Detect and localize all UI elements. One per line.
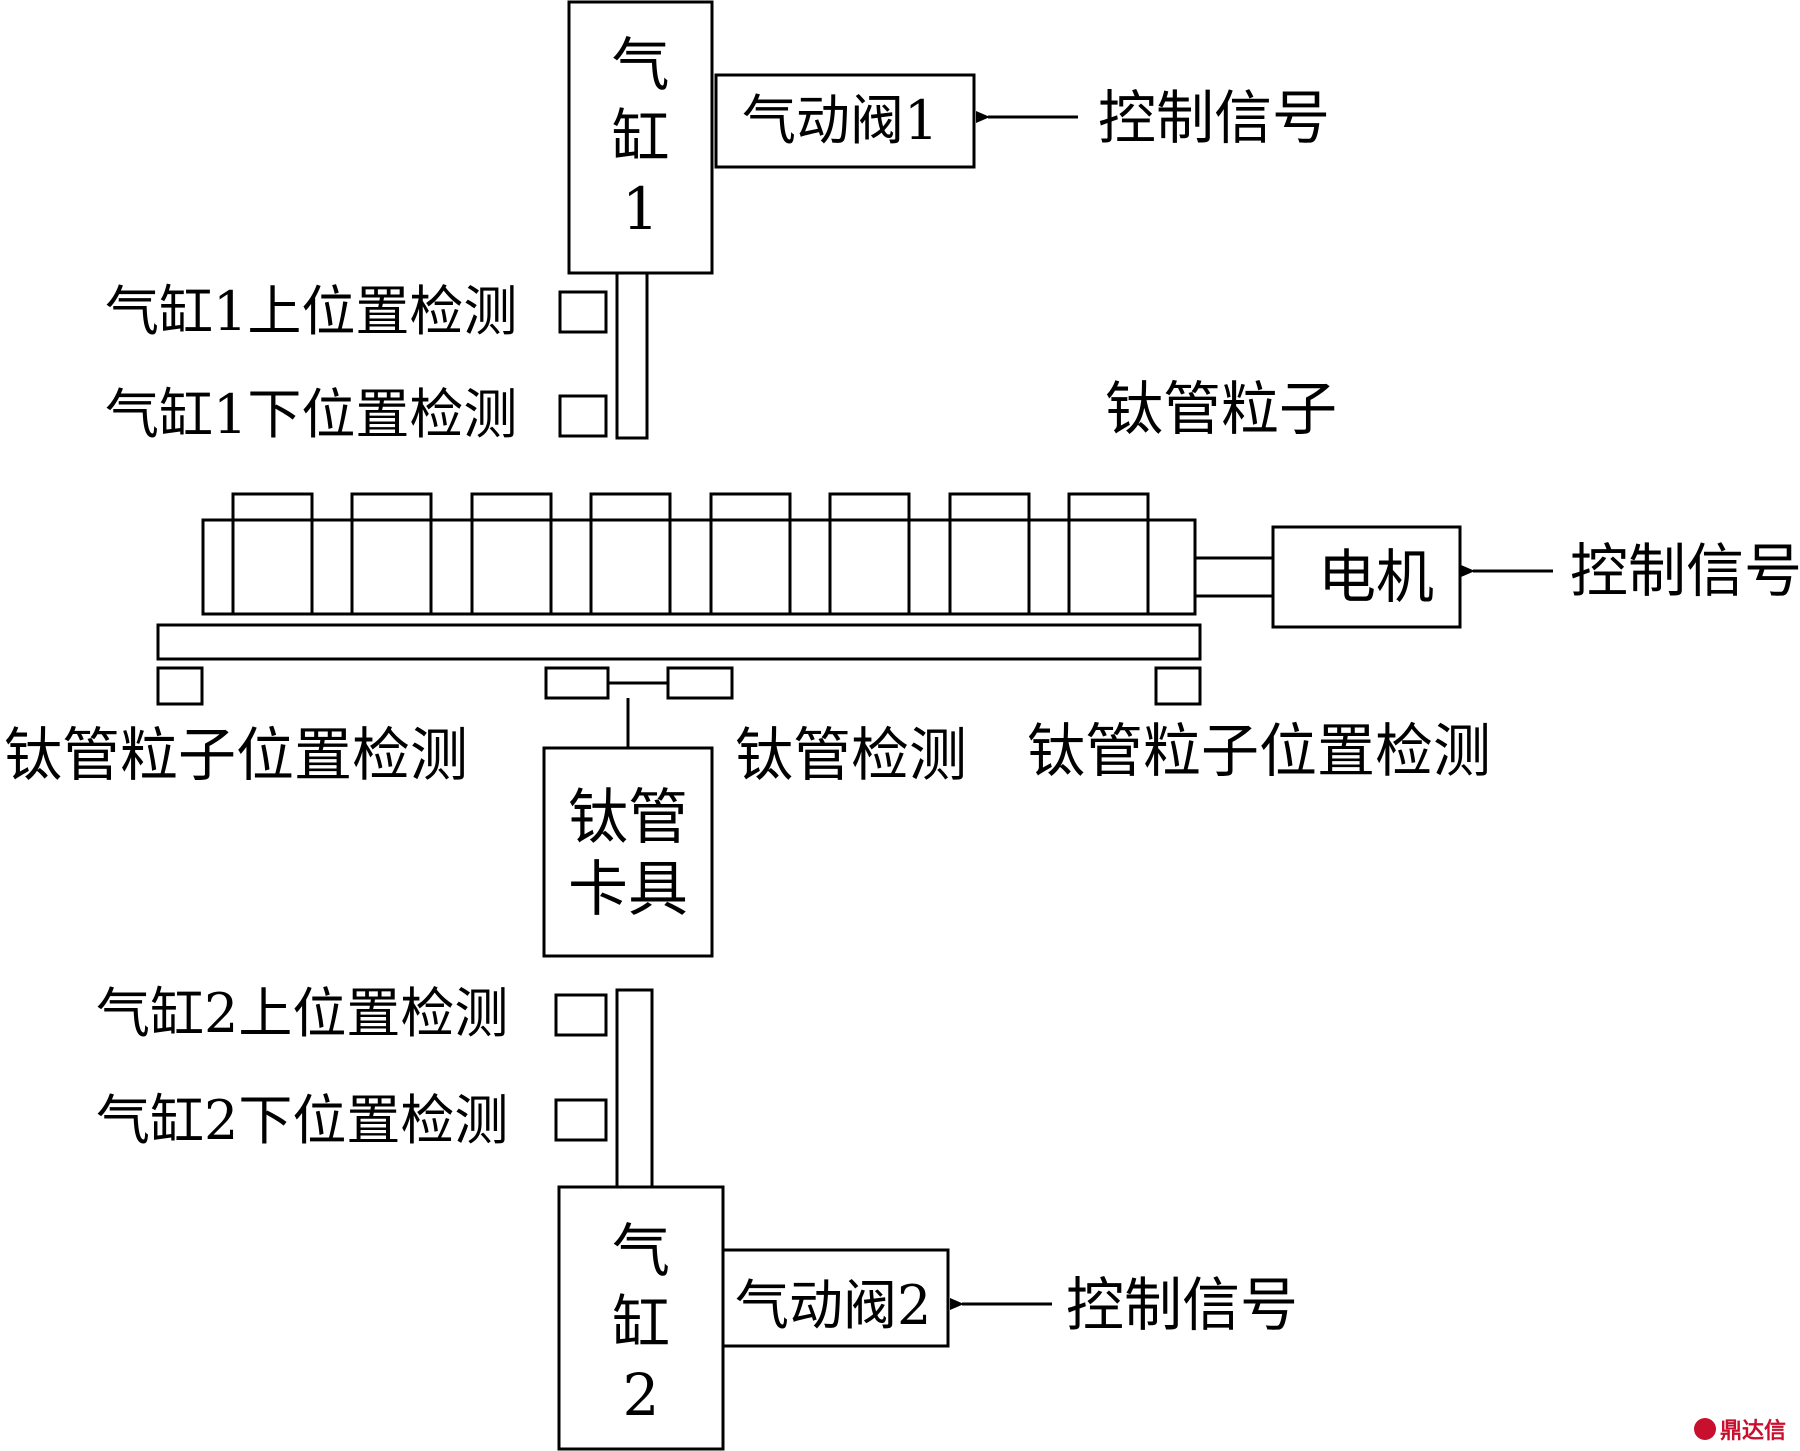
left-particle-detect-label: 钛管粒子位置检测 [4, 721, 469, 789]
clamp-line-1: 钛管 [568, 783, 688, 853]
cylinder2-char-1: 气 [611, 1217, 670, 1285]
cylinder2-valve-box [721, 1248, 950, 1348]
cylinder2-valve-label: 气动阀2 [735, 1274, 932, 1337]
cylinder2-char-2: 缸 [611, 1289, 670, 1357]
watermark: 鼎达信 [1693, 1413, 1786, 1445]
tube-sensor-left [544, 666, 610, 700]
particle-7 [948, 492, 1031, 616]
cylinder1-label: 气 缸 1 [569, 36, 712, 252]
watermark-logo-icon [1693, 1418, 1716, 1440]
cylinder1-char-1: 气 [611, 31, 670, 99]
tube-detect-label: 钛管检测 [735, 721, 968, 789]
particle-8 [1067, 492, 1150, 616]
cylinder2-signal-label: 控制信号 [1066, 1271, 1299, 1339]
clamp-line-2: 卡具 [568, 855, 688, 925]
clamp-box [542, 746, 714, 958]
clamp-label: 钛管 卡具 [544, 788, 712, 932]
cylinder2-rod [615, 988, 654, 1189]
cylinder2-lower-sensor [554, 1098, 608, 1142]
cylinder1-upper-detect-label: 气缸1上位置检测 [105, 280, 518, 343]
cylinder1-valve-label: 气动阀1 [742, 89, 939, 152]
tube-sensor-right [666, 666, 734, 700]
cylinder2-label: 气 缸 2 [559, 1222, 723, 1438]
particle-4 [589, 492, 672, 616]
particle-2 [350, 492, 433, 616]
cylinder2-char-3: 2 [622, 1361, 660, 1429]
cylinder1-rod [615, 271, 649, 440]
particle-6 [828, 492, 911, 616]
cylinder2-upper-sensor [554, 993, 608, 1037]
particle-5 [709, 492, 792, 616]
cylinder1-upper-sensor [558, 290, 608, 334]
right-particle-sensor [1154, 666, 1202, 706]
motor-signal-label: 控制信号 [1570, 537, 1800, 605]
left-particle-sensor [156, 666, 204, 706]
cylinder1-char-3: 1 [622, 175, 659, 243]
particle-1 [231, 492, 314, 616]
cylinder1-char-2: 缸 [611, 103, 670, 171]
cylinder1-signal-label: 控制信号 [1098, 84, 1331, 152]
right-particle-detect-label: 钛管粒子位置检测 [1027, 717, 1492, 785]
watermark-text: 鼎达信 [1719, 1419, 1786, 1444]
cylinder1-valve-box [714, 73, 976, 169]
motor-box [1271, 525, 1462, 629]
motor-shaft [1193, 556, 1275, 598]
motor-label: 电机 [1318, 543, 1435, 611]
cylinder2-lower-detect-label: 气缸2下位置检测 [96, 1089, 509, 1152]
cylinder2-upper-detect-label: 气缸2上位置检测 [96, 982, 509, 1045]
particles-label: 钛管粒子 [1105, 375, 1338, 443]
particle-3 [470, 492, 553, 616]
cylinder1-lower-sensor [558, 394, 608, 438]
conveyor-rail [156, 623, 1202, 661]
cylinder1-lower-detect-label: 气缸1下位置检测 [105, 383, 518, 446]
